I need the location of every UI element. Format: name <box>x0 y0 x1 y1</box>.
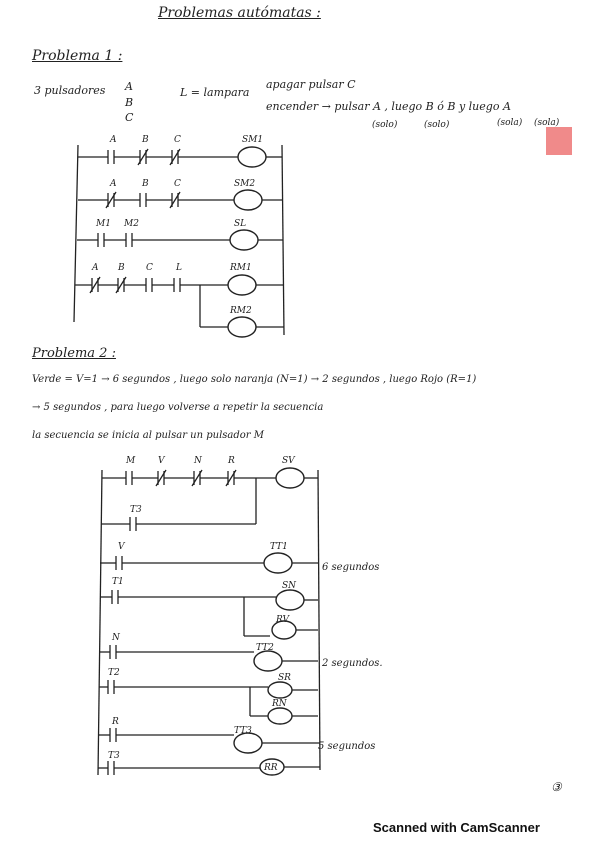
p2-rung1-contact-1-label: M <box>125 456 136 466</box>
rung4-coil-1-label: RM1 <box>229 263 252 273</box>
problem1-condition-off: apagar pulsar C <box>266 78 356 91</box>
contact-no <box>107 150 115 164</box>
pink-sticky-marker <box>546 127 572 155</box>
p2-rung1-contact-3-label: N <box>193 456 203 466</box>
problem1-ladder: A B C SM1 A B C SM2 M1 M2 SL <box>73 135 285 338</box>
contact-no <box>97 233 105 247</box>
problem1-input-a: A <box>125 80 133 93</box>
rung3-contact-1-label: M1 <box>95 219 111 229</box>
problem1-heading: Problema 1 : <box>32 48 123 64</box>
contact-no <box>129 517 137 531</box>
rung3-coil-label: SL <box>234 219 246 229</box>
p2-rung7-contact-label: R <box>111 717 119 727</box>
contact-no <box>109 728 117 742</box>
coil <box>275 467 305 489</box>
coil <box>253 650 283 672</box>
p2-rung3-contact-label: V <box>118 542 126 552</box>
rung2-contact-1-label: A <box>109 179 117 189</box>
p2-rung8-contact-label: T3 <box>108 751 120 761</box>
problem2-ladder: M V N R SV T3 V TT1 6 segundos T1 SN RV <box>97 456 383 776</box>
rung2-coil-label: SM2 <box>234 179 255 189</box>
p2-rung6-contact-label: T2 <box>108 668 120 678</box>
coil <box>267 681 293 699</box>
p2-rung3-timer-note: 6 segundos <box>322 562 379 573</box>
rung1-coil-label: SM1 <box>242 135 263 145</box>
contact-no <box>107 680 115 694</box>
problem2-text-line-3: la secuencia se inicia al pulsar un puls… <box>32 430 264 441</box>
coil <box>237 146 267 168</box>
coil <box>267 707 293 725</box>
rung1-contact-1-label: A <box>109 135 117 145</box>
p2-rung3-coil-label: TT1 <box>270 542 288 552</box>
p2-rung5-timer-note: 2 segundos. <box>321 658 383 669</box>
problem1-lamp-label: L = lampara <box>180 86 250 99</box>
contact-no <box>115 556 123 570</box>
p2-rung6-coil-1-label: SR <box>278 673 291 683</box>
p2-rung4-coil-2-label: RV <box>275 615 290 625</box>
p2-rung7-coil-label: TT3 <box>234 726 252 736</box>
p2-rung4-coil-1-label: SN <box>282 581 297 591</box>
problem1-input-b: B <box>125 96 134 109</box>
problem2-text-line-1: Verde = V=1 → 6 segundos , luego solo na… <box>32 374 477 385</box>
rung2-contact-2-label: B <box>141 179 149 189</box>
contact-no <box>107 761 115 775</box>
condition-note-2: (solo) <box>424 120 450 130</box>
rung3-contact-2-label: M2 <box>123 219 139 229</box>
p2-rung7-timer-note: 5 segundos <box>318 741 375 752</box>
rung4-contact-3-label: C <box>146 263 153 273</box>
rung1-contact-3-label: C <box>174 135 181 145</box>
p2-rung2-contact-label: T3 <box>130 505 142 515</box>
p2-rung5-contact-label: N <box>111 633 121 643</box>
problem1-inputs-label: 3 pulsadores <box>34 84 106 97</box>
contact-no <box>173 278 181 292</box>
problem1-input-c: C <box>125 111 134 124</box>
p2-rung8-coil-label: RR <box>263 763 278 773</box>
coil <box>229 229 259 251</box>
scanner-watermark: Scanned with CamScanner <box>373 820 540 835</box>
contact-no <box>109 645 117 659</box>
contact-no <box>139 193 147 207</box>
rung4-contact-1-label: A <box>91 263 99 273</box>
right-rail <box>317 469 321 771</box>
left-rail <box>97 469 103 776</box>
p2-rung6-coil-2-label: RN <box>271 699 288 709</box>
coil <box>227 274 257 296</box>
contact-no <box>125 471 133 485</box>
p2-rung4-contact-label: T1 <box>112 577 124 587</box>
page-title: Problemas autómatas : <box>158 5 321 21</box>
rung4-contact-4-label: L <box>175 263 182 273</box>
contact-no <box>145 278 153 292</box>
p2-rung1-contact-4-label: R <box>227 456 235 466</box>
rung1-contact-2-label: B <box>141 135 149 145</box>
contact-no <box>111 590 119 604</box>
coil <box>263 552 293 574</box>
rung4-coil-2-label: RM2 <box>229 306 252 316</box>
problem1-condition-on: encender → pulsar A , luego B ó B y lueg… <box>266 100 511 113</box>
left-rail <box>73 144 79 323</box>
condition-note-4: (sola) <box>534 118 560 128</box>
p2-rung1-contact-2-label: V <box>158 456 166 466</box>
rung4-contact-2-label: B <box>117 263 125 273</box>
condition-note-1: (solo) <box>372 120 398 130</box>
coil <box>233 732 263 754</box>
p2-rung5-coil-label: TT2 <box>256 643 274 653</box>
problem2-text-line-2: → 5 segundos , para luego volverse a rep… <box>32 402 324 413</box>
rung2-contact-3-label: C <box>174 179 181 189</box>
condition-note-3: (sola) <box>497 118 523 128</box>
p2-rung1-coil-label: SV <box>282 456 296 466</box>
coil <box>233 189 263 211</box>
contact-no <box>125 233 133 247</box>
page-number: ③ <box>551 780 562 794</box>
problem2-heading: Problema 2 : <box>32 346 116 361</box>
coil <box>227 316 257 338</box>
coil <box>275 589 305 611</box>
